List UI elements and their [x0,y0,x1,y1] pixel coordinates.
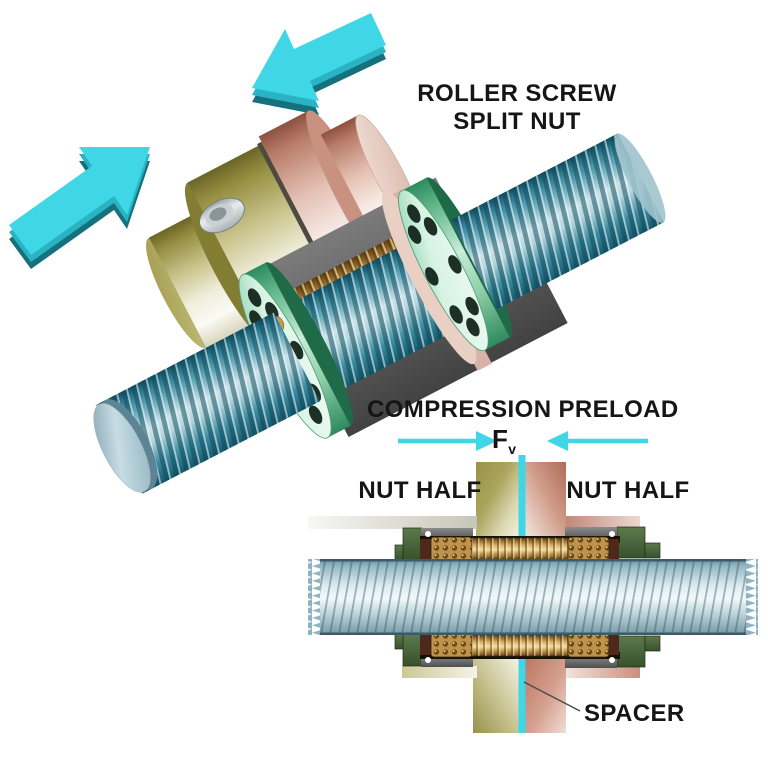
bolt-icon [199,197,245,234]
screw-shaft-3d-right [451,133,666,309]
preload-arrows [398,431,648,451]
nut-yellow-small-cylinder [148,209,260,348]
bolt-dot [609,657,615,663]
cross-section [306,455,760,733]
knurled-roller [430,632,473,658]
screw-thread-edge-right [746,559,758,635]
knurled-roller [567,536,610,562]
flange-right-bolt-holes [407,204,480,337]
nut-right-bottom-flange-strip [566,666,640,678]
force-symbol: F [492,424,509,454]
flange-blocks-section [394,526,661,668]
nut-left-top-flange-strip [308,516,477,529]
screw-end-face [93,403,151,493]
force-subscript: v [508,441,517,458]
3d-arrow-up-right-icon [9,147,150,269]
nut-half-left-section [308,462,519,733]
preload-arrow-left-icon [547,431,648,451]
nut-half-right-label: NUT HALF [566,477,690,504]
title-line-1: ROLLER SCREW [417,80,617,107]
spacer-leader-line [523,681,581,712]
screw-shaft-3d-left [93,312,320,494]
nut-half-right-section [525,462,640,733]
screw-thread-edge-left [308,559,320,635]
roller-screw-3d-assembly [93,110,666,494]
roller-sections [420,536,619,658]
flange-right-3d [381,177,512,371]
spacer-section [518,455,526,733]
nut-right-top-flange-strip [566,516,640,528]
knurled-roller [567,632,610,658]
3d-arrow-down-left-icon [252,13,386,115]
diagram-title: ROLLER SCREW SPLIT NUT [392,80,642,137]
preload-arrow-right-icon [398,431,497,451]
screw-section [306,559,760,635]
nut-left-bottom-flange-strip [402,666,477,678]
spacer-label: SPACER [584,700,685,727]
bolt-dot [425,531,431,537]
bolt-dot [425,657,431,663]
knurled-roller [430,536,473,562]
nut-half-left-label: NUT HALF [358,477,482,504]
compression-preload-heading: COMPRESSION PRELOAD [367,396,679,423]
force-label: Fv [492,424,516,457]
bolt-dot [609,531,615,537]
title-line-2: SPLIT NUT [453,108,581,136]
